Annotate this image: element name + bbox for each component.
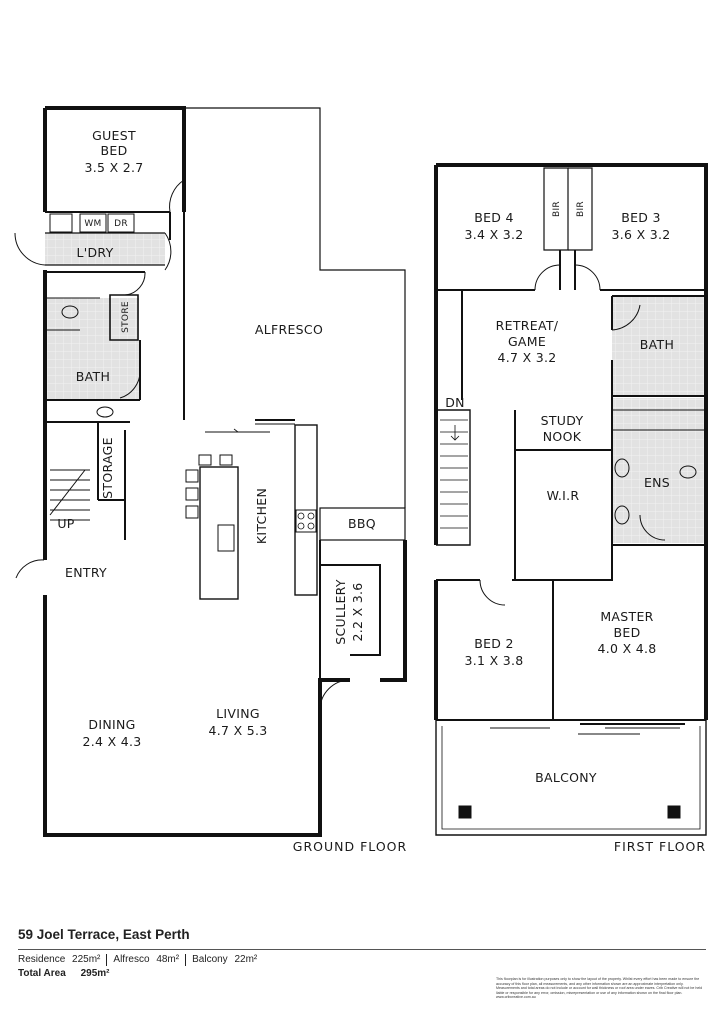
bed3-size: 3.6 X 3.2 — [612, 227, 671, 242]
alfresco-area: Alfresco 48m² — [113, 954, 185, 966]
disclaimer-text: This floorplan is for illustration purpo… — [496, 977, 703, 1000]
bed2-label: BED 2 — [474, 636, 514, 651]
total-area-label: Total Area — [18, 968, 66, 979]
retreat-size: 4.7 X 3.2 — [498, 350, 557, 365]
scullery-label: SCULLERY — [333, 579, 348, 645]
area-separator — [106, 954, 108, 966]
first-bath-label: BATH — [640, 337, 674, 352]
master-bed-label: MASTER — [600, 609, 653, 624]
floor-plan-drawing: GUEST BED 3.5 X 2.7 WM DR L'DRY STORE BA… — [14, 106, 708, 854]
ensuite-label: ENS — [644, 475, 670, 490]
footer-divider — [18, 949, 706, 950]
bir-bed4-label: BIR — [552, 201, 562, 217]
bed2-size: 3.1 X 3.8 — [465, 653, 524, 668]
alfresco-area-label: Alfresco — [113, 954, 150, 965]
master-bed-label-2: BED — [614, 625, 641, 640]
balcony-area-value: 22m² — [234, 954, 258, 965]
area-breakdown: Residence 225m² Alfresco 48m² Balcony 22… — [18, 954, 263, 966]
ground-floor-title: GROUND FLOOR — [293, 839, 407, 854]
first-floor-labels: BED 4 3.4 X 3.2 BIR BIR BED 3 3.6 X 3.2 … — [445, 201, 706, 854]
residence-area: Residence 225m² — [18, 954, 106, 966]
guest-bed-label-2: BED — [101, 143, 128, 158]
stairs-up-label: UP — [57, 516, 74, 531]
store-label: STORE — [121, 301, 131, 333]
plan-footer: 59 Joel Terrace, East Perth Residence 22… — [0, 905, 724, 1024]
residence-area-value: 225m² — [72, 954, 101, 965]
bed3-label: BED 3 — [621, 210, 661, 225]
property-address: 59 Joel Terrace, East Perth — [18, 927, 190, 942]
stairs-down-label: DN — [445, 395, 465, 410]
first-floor-plan — [434, 163, 708, 836]
washing-machine-label: WM — [84, 219, 101, 229]
first-floor-title: FIRST FLOOR — [614, 839, 706, 854]
scullery-size: 2.2 X 3.6 — [350, 583, 365, 642]
dining-label: DINING — [88, 717, 135, 732]
wir-label: W.I.R — [547, 488, 580, 503]
retreat-label-2: GAME — [508, 334, 546, 349]
kitchen-label: KITCHEN — [254, 488, 269, 544]
storage-label: STORAGE — [100, 437, 115, 499]
bed4-size: 3.4 X 3.2 — [465, 227, 524, 242]
retreat-label: RETREAT/ — [496, 318, 559, 333]
study-nook-label-2: NOOK — [543, 429, 582, 444]
ground-floor-plan — [14, 106, 407, 837]
guest-bed-label: GUEST — [92, 128, 136, 143]
balcony-area: Balcony 22m² — [192, 954, 263, 966]
bir-bed3-label: BIR — [576, 201, 586, 217]
area-separator — [185, 954, 187, 966]
dining-size: 2.4 X 4.3 — [83, 734, 142, 749]
total-area: Total Area 295m² — [18, 968, 109, 979]
ground-bath-label: BATH — [76, 369, 110, 384]
dryer-label: DR — [114, 219, 128, 229]
master-bed-size: 4.0 X 4.8 — [598, 641, 657, 656]
alfresco-area-value: 48m² — [156, 954, 180, 965]
ground-floor-labels: GUEST BED 3.5 X 2.7 WM DR L'DRY STORE BA… — [57, 128, 407, 854]
entry-label: ENTRY — [65, 565, 107, 580]
study-nook-label: STUDY — [541, 413, 584, 428]
residence-area-label: Residence — [18, 954, 66, 965]
guest-bed-size: 3.5 X 2.7 — [85, 160, 144, 175]
bed4-label: BED 4 — [474, 210, 514, 225]
alfresco-label: ALFRESCO — [255, 322, 323, 337]
laundry-label: L'DRY — [76, 245, 113, 260]
total-area-value: 295m² — [80, 968, 110, 979]
living-label: LIVING — [216, 706, 260, 721]
living-size: 4.7 X 5.3 — [209, 723, 268, 738]
balcony-area-label: Balcony — [192, 954, 228, 965]
bbq-label: BBQ — [348, 516, 376, 531]
balcony-label: BALCONY — [535, 770, 597, 785]
